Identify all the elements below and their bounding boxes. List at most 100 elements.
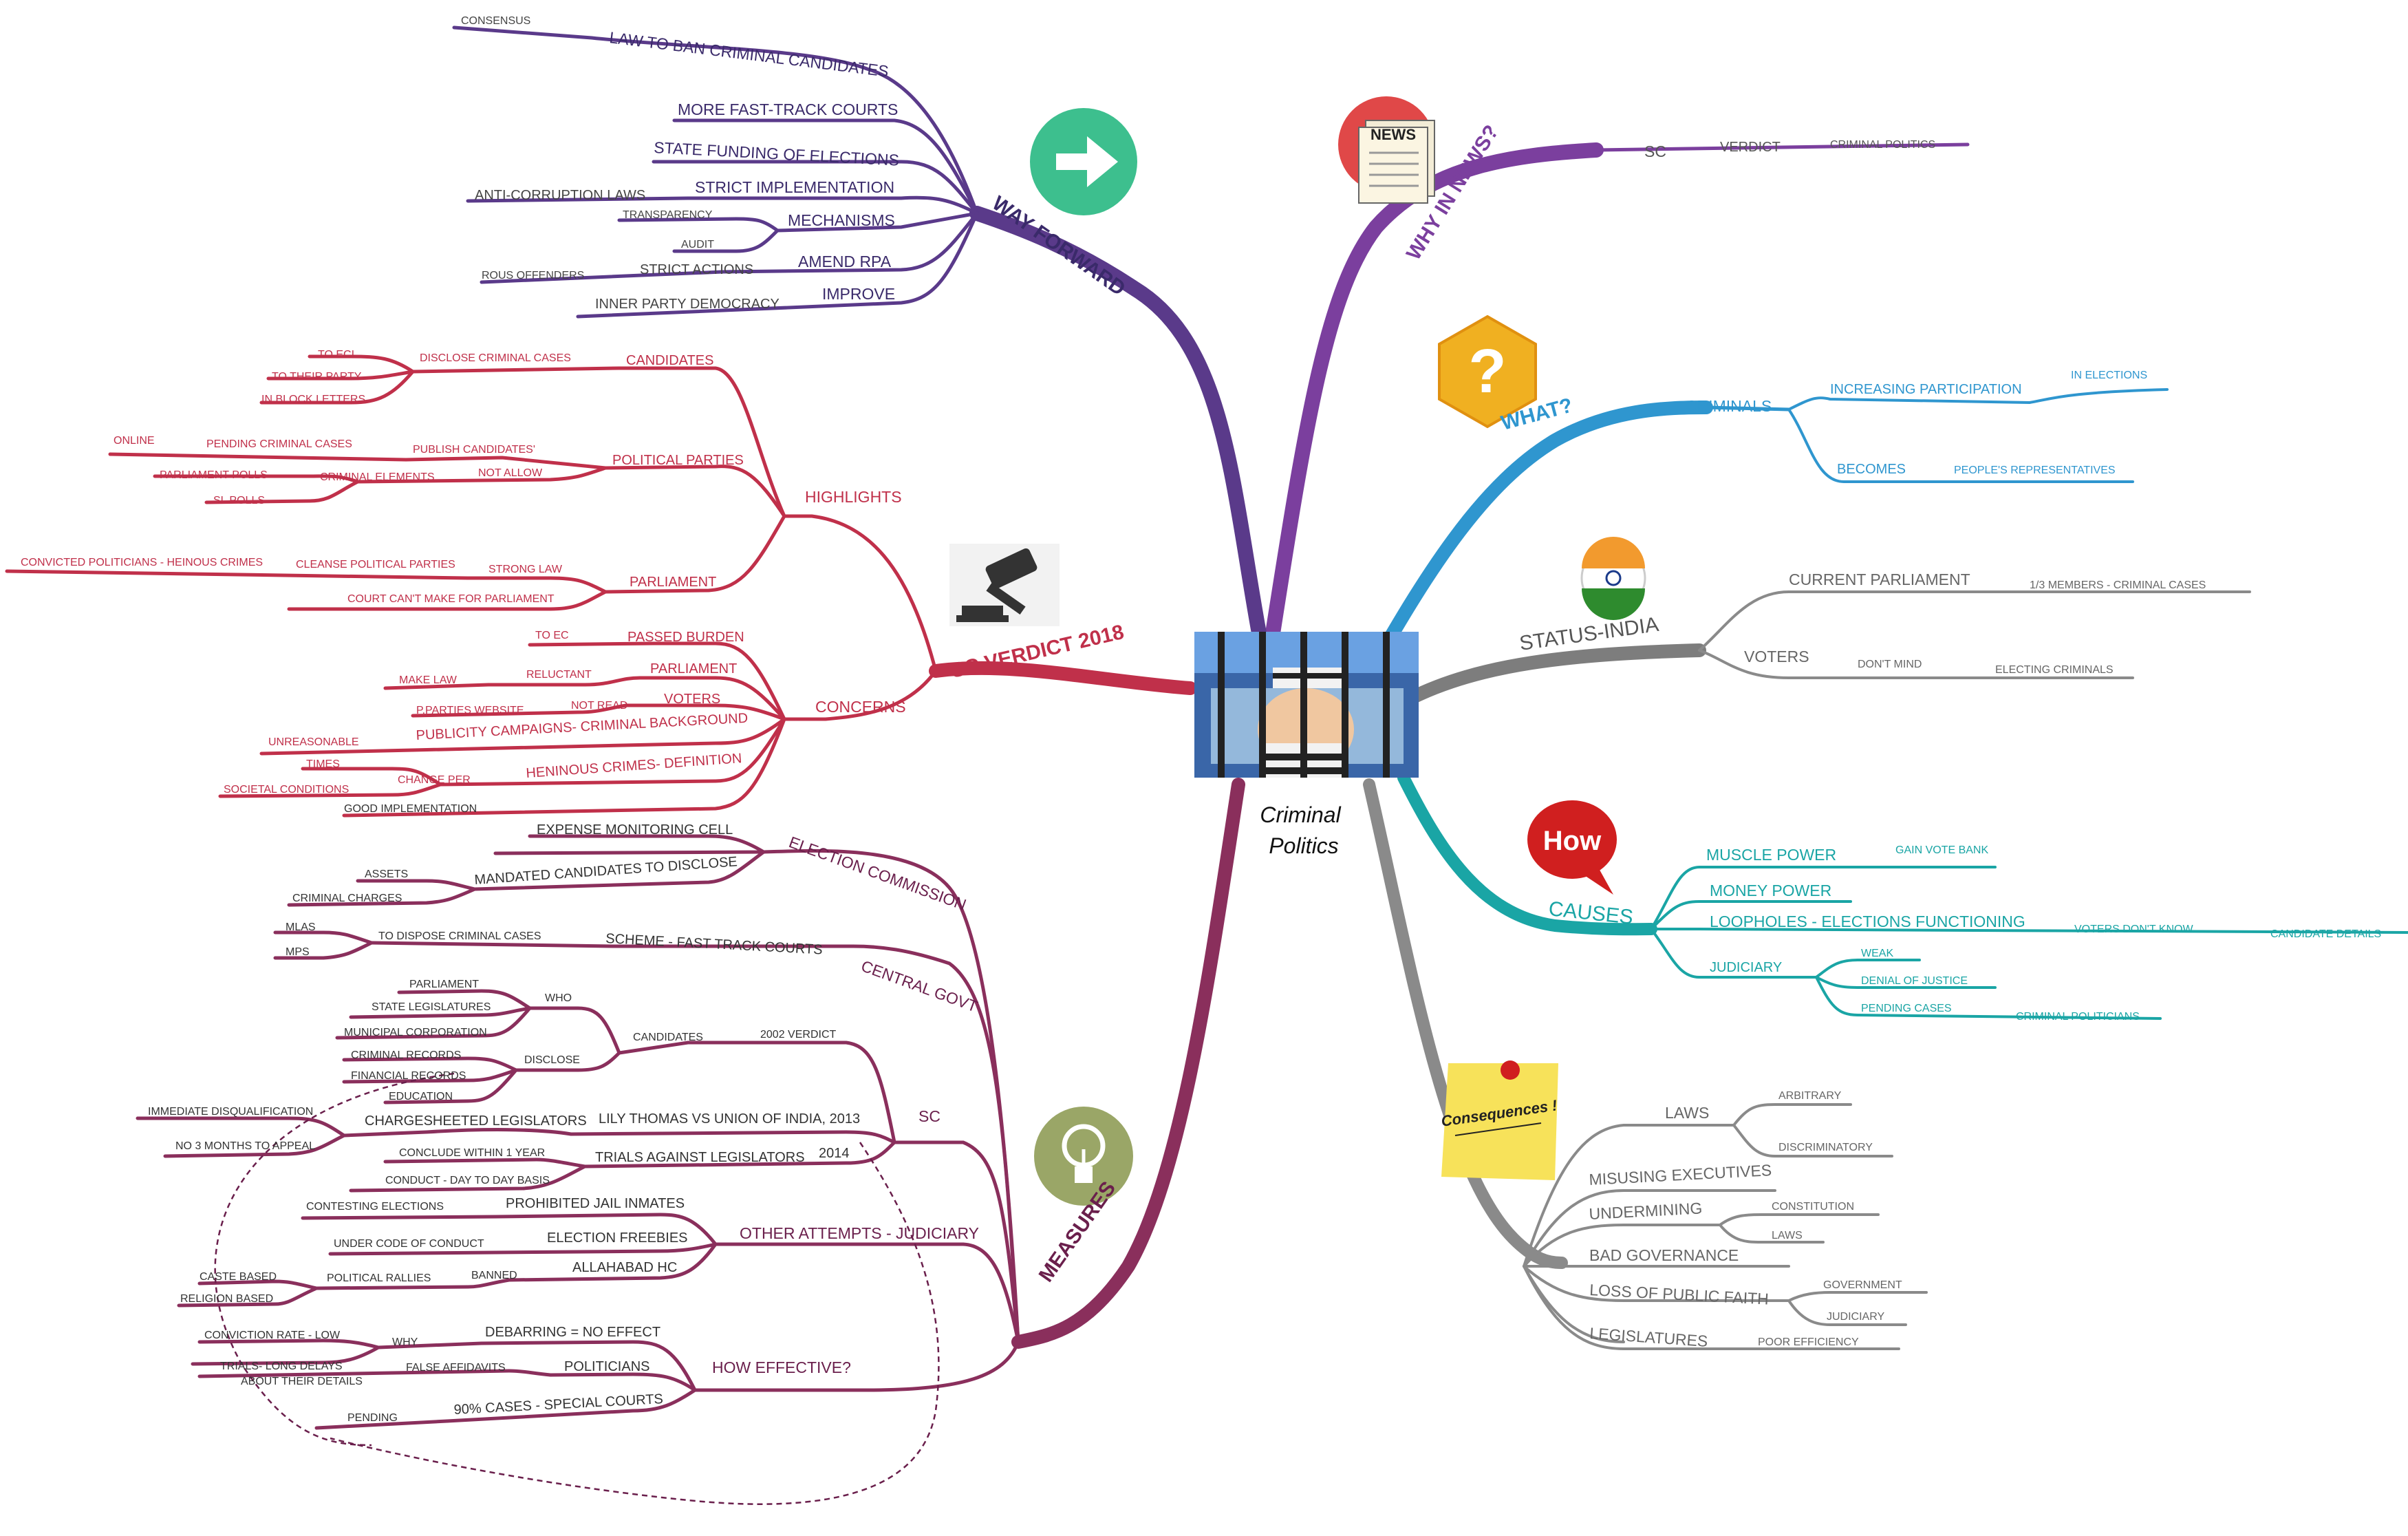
wf-fast-track: MORE FAST-TRACK COURTS bbox=[678, 100, 898, 118]
m-no3months: NO 3 MONTHS TO APPEAL bbox=[175, 1140, 315, 1152]
sc-candidates: CANDIDATES bbox=[626, 353, 713, 368]
m-parliament: PARLIAMENT bbox=[409, 979, 479, 990]
m-mlas: MLAS bbox=[286, 921, 316, 933]
m-chargesheeted: CHARGESHEETED LEGISLATORS bbox=[365, 1113, 587, 1129]
m-disclose: DISCLOSE bbox=[524, 1054, 580, 1066]
branch-way-forward bbox=[969, 206, 1267, 641]
m-other-attempts: OTHER ATTEMPTS - JUDICIARY bbox=[740, 1224, 979, 1242]
m-prohibited: PROHIBITED JAIL INMATES bbox=[506, 1196, 685, 1211]
why-in-news-section: WHY IN NEWS? SC VERDICT CRIMINAL POLITIC… bbox=[1402, 121, 1935, 264]
wf-strict-actions: STRICT ACTIONS bbox=[640, 262, 753, 277]
branch-causes bbox=[1397, 771, 1657, 936]
causes-pending: PENDING CASES bbox=[1861, 1003, 1952, 1014]
why-sc: SC bbox=[1644, 142, 1666, 160]
causes-judiciary: JUDICIARY bbox=[1710, 960, 1782, 975]
news-icon: NEWS bbox=[1338, 96, 1435, 204]
sc-publish: PUBLISH CANDIDATES' bbox=[413, 444, 535, 456]
causes-loopholes: LOOPHOLES - ELECTIONS FUNCTIONING bbox=[1710, 913, 2025, 930]
sc-to-eci: TO ECI bbox=[318, 349, 354, 361]
relation-curve-left bbox=[214, 1072, 455, 1447]
m-why: WHY bbox=[392, 1336, 418, 1348]
m-state-leg: STATE LEGISLATURES bbox=[372, 1001, 491, 1013]
sc-change-per: CHANGE PER bbox=[398, 774, 471, 786]
sticky-note-icon: Consequences ! bbox=[1440, 1060, 1558, 1180]
m-false-aff: FALSE AFFIDAVITS bbox=[406, 1362, 506, 1374]
sc-not-allow: NOT ALLOW bbox=[478, 467, 543, 479]
m-election-commission: ELECTION COMMISSION bbox=[786, 833, 969, 914]
causes-denial: DENIAL OF JUSTICE bbox=[1861, 975, 1968, 987]
svg-text:?: ? bbox=[1469, 337, 1507, 406]
cons-misusing: MISUSING EXECUTIVES bbox=[1589, 1161, 1772, 1188]
status-electing: ELECTING CRIMINALS bbox=[1995, 664, 2114, 676]
causes-voters-dont-know: VOTERS DON'T KNOW bbox=[2074, 924, 2193, 935]
m-education: EDUCATION bbox=[389, 1091, 453, 1102]
what-peoples-rep: PEOPLE'S REPRESENTATIVES bbox=[1954, 465, 2116, 476]
m-scheme: SCHEME - FAST TRACK COURTS bbox=[605, 931, 823, 957]
wf-amend-rpa: AMEND RPA bbox=[798, 253, 892, 270]
what-in-elections: IN ELECTIONS bbox=[2071, 370, 2147, 381]
branch-sc-verdict bbox=[929, 661, 1197, 695]
m-caste: CASTE BASED bbox=[200, 1271, 277, 1283]
wf-anti-corruption: ANTI-CORRUPTION LAWS bbox=[475, 188, 645, 203]
branch-why-in-news bbox=[1265, 142, 1604, 641]
what-criminals: CRIMINALS bbox=[1686, 397, 1772, 415]
sc-online: ONLINE bbox=[114, 435, 155, 447]
how-icon: How bbox=[1527, 800, 1617, 895]
branch-measures bbox=[1011, 778, 1245, 1349]
why-verdict: VERDICT bbox=[1720, 140, 1781, 155]
status-current-parliament: CURRENT PARLIAMENT bbox=[1789, 570, 1970, 588]
m-trials: TRIALS AGAINST LEGISLATORS bbox=[595, 1150, 805, 1165]
sc-voters: VOTERS bbox=[664, 692, 720, 707]
m-2014: 2014 bbox=[819, 1146, 850, 1161]
cons-government: GOVERNMENT bbox=[1823, 1279, 1902, 1291]
wf-improve: IMPROVE bbox=[822, 285, 895, 303]
m-trials-delays: TRIALS- LONG DELAYS bbox=[220, 1361, 343, 1372]
center-title-line2: Politics bbox=[1269, 833, 1338, 858]
consequences-section: LAWS ARBITRARY DISCRIMINATORY MISUSING E… bbox=[1523, 1090, 1928, 1350]
m-municipal: MUNICIPAL CORPORATION bbox=[344, 1027, 487, 1038]
sc-heinous: HENINOUS CRIMES- DEFINITION bbox=[526, 751, 742, 781]
m-verdict2002: 2002 VERDICT bbox=[760, 1029, 836, 1041]
causes-muscle: MUSCLE POWER bbox=[1706, 846, 1836, 864]
sc-sl-polls: SL POLLS bbox=[213, 495, 265, 506]
sc-disclose: DISCLOSE CRIMINAL CASES bbox=[420, 352, 571, 364]
sc-times: TIMES bbox=[306, 758, 340, 770]
wf-inner-party: INNER PARTY DEMOCRACY bbox=[595, 297, 780, 312]
m-to-dispose: TO DISPOSE CRIMINAL CASES bbox=[378, 930, 541, 942]
cons-bad-gov: BAD GOVERNANCE bbox=[1589, 1246, 1739, 1264]
sc-concerns: CONCERNS bbox=[815, 698, 906, 716]
sc-court-cant: COURT CAN'T MAKE FOR PARLIAMENT bbox=[347, 593, 555, 605]
m-immediate: IMMEDIATE DISQUALIFICATION bbox=[148, 1106, 313, 1118]
sc-highlights: HIGHLIGHTS bbox=[805, 488, 902, 506]
sc-convicted: CONVICTED POLITICIANS - HEINOUS CRIMES bbox=[21, 557, 263, 568]
sc-unreasonable: UNREASONABLE bbox=[268, 736, 359, 748]
wf-mechanisms: MECHANISMS bbox=[788, 211, 895, 229]
sc-cleanse: CLEANSE POLITICAL PARTIES bbox=[296, 559, 455, 570]
wf-audit: AUDIT bbox=[681, 239, 714, 250]
m-mps: MPS bbox=[286, 946, 310, 958]
sc-pending-cc: PENDING CRIMINAL CASES bbox=[206, 438, 352, 450]
causes-gain-vote: GAIN VOTE BANK bbox=[1895, 844, 1988, 856]
m-candidates: CANDIDATES bbox=[633, 1032, 703, 1043]
status-dont-mind: DON'T MIND bbox=[1858, 659, 1922, 670]
branch-status-india bbox=[1404, 643, 1706, 705]
wf-transparency: TRANSPARENCY bbox=[623, 209, 713, 221]
what-increasing: INCREASING PARTICIPATION bbox=[1830, 382, 2022, 397]
cons-constitution: CONSTITUTION bbox=[1772, 1201, 1854, 1213]
sc-parliament2: PARLIAMENT bbox=[650, 661, 737, 676]
arrow-right-icon bbox=[1030, 108, 1137, 215]
m-criminal-records: CRIMINAL RECORDS bbox=[351, 1049, 461, 1061]
m-how-effective: HOW EFFECTIVE? bbox=[712, 1358, 851, 1376]
m-banned: BANNED bbox=[471, 1270, 517, 1281]
sc-not-read: NOT READ bbox=[571, 700, 627, 712]
way-forward-section: WAY FORWARD CONSENSUS LAW TO BAN CRIMINA… bbox=[452, 15, 1130, 319]
m-sc: SC bbox=[918, 1107, 940, 1125]
relation-curve-right bbox=[330, 1142, 940, 1505]
m-expense: EXPENSE MONITORING CELL bbox=[537, 822, 733, 838]
sc-to-ec: TO EC bbox=[535, 630, 569, 641]
center-title-line1: Criminal bbox=[1260, 802, 1341, 827]
wf-consensus: CONSENSUS bbox=[461, 15, 530, 27]
sc-block-letters: IN BLOCK LETTERS bbox=[261, 394, 365, 405]
causes-money: MONEY POWER bbox=[1710, 882, 1831, 899]
m-freebies: ELECTION FREEBIES bbox=[547, 1230, 688, 1246]
